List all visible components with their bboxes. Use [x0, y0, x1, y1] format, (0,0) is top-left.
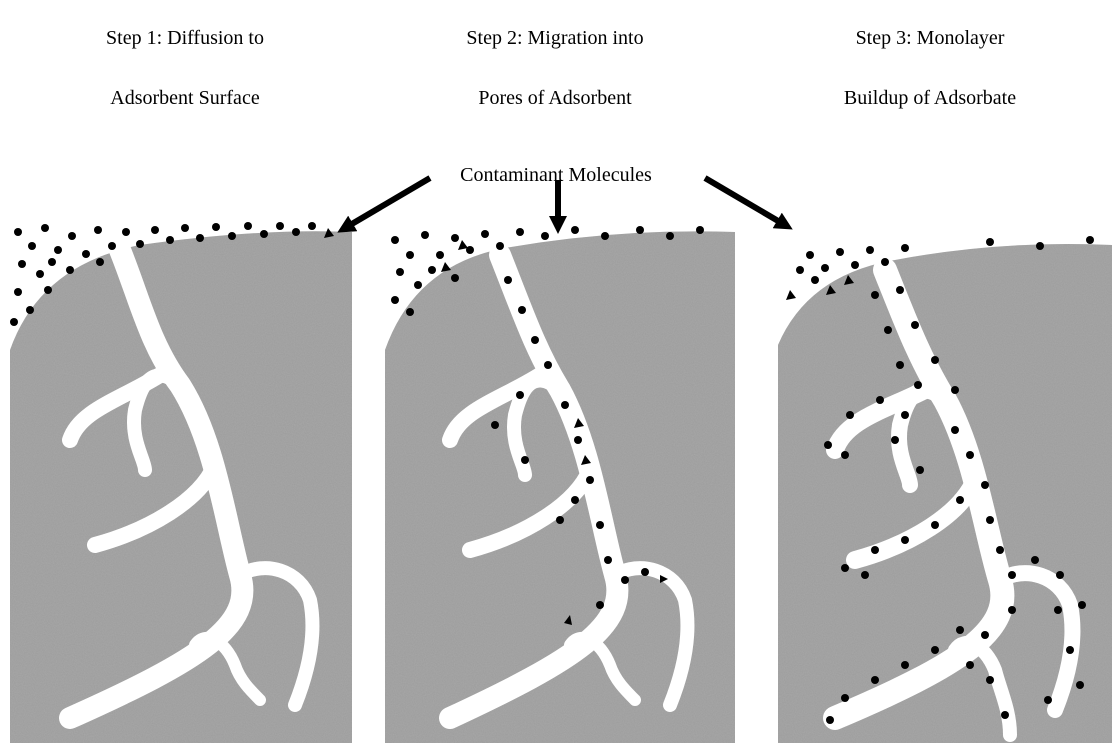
- arrow-to-panel3: [705, 178, 785, 225]
- panel-step2: [385, 226, 735, 743]
- panel-step3: [778, 236, 1112, 743]
- arrows: [345, 178, 785, 228]
- arrow-to-panel1: [345, 178, 430, 228]
- panel-step1: [10, 222, 352, 743]
